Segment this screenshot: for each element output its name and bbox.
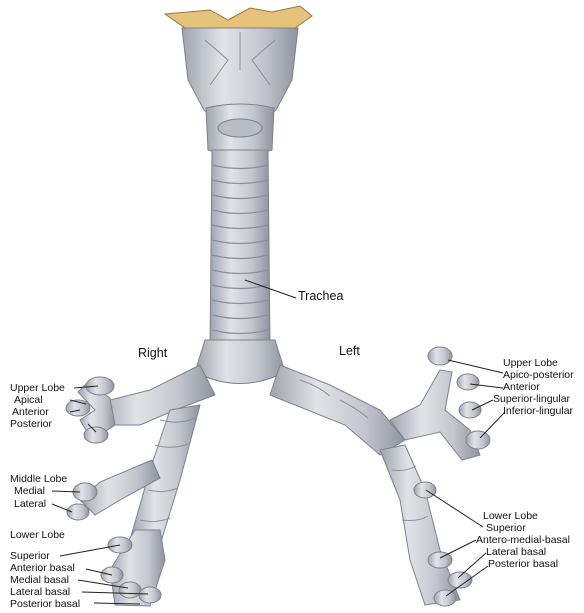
medial-label: Medial (14, 486, 45, 497)
left-upper-lobe-label: Upper Lobe (503, 358, 558, 369)
inferior-lingular-label: Inferior-lingular (503, 406, 573, 417)
right-lower-lobe-label: Lower Lobe (10, 530, 65, 541)
right-posterior-label: Posterior (10, 419, 52, 430)
superior-lingular-label: Superior-lingular (493, 394, 570, 405)
trachea (210, 150, 270, 345)
right-superior-label: Superior (10, 551, 50, 562)
right-anterior-basal-label: Anterior basal (10, 563, 75, 574)
trachea-label: Trachea (298, 291, 343, 302)
right-side-label: Right (138, 348, 167, 359)
right-upper-lobe-label: Upper Lobe (10, 383, 65, 394)
carina (195, 340, 285, 384)
left-main-bronchus (270, 365, 405, 455)
middle-lobe-label: Middle Lobe (10, 474, 67, 485)
right-medial-basal-label: Medial basal (10, 575, 69, 586)
right-lateral-basal-label: Lateral basal (10, 587, 70, 598)
right-apical-label: Apical (14, 395, 43, 406)
lateral-label: Lateral (14, 499, 46, 510)
left-anterior-label: Anterior (503, 382, 540, 393)
antero-medial-basal-label: Antero-medial-basal (476, 535, 570, 546)
larynx (165, 6, 312, 155)
apico-posterior-label: Apico-posterior (503, 370, 574, 381)
left-superior-label: Superior (486, 523, 526, 534)
left-side-label: Left (339, 346, 360, 357)
left-lateral-basal-label: Lateral basal (486, 547, 546, 558)
left-posterior-basal-label: Posterior basal (488, 559, 558, 570)
right-posterior-basal-label: Posterior basal (10, 599, 80, 610)
right-anterior-label: Anterior (12, 407, 49, 418)
left-lower-lobe-label: Lower Lobe (483, 511, 538, 522)
larynx-cartilage (165, 6, 312, 30)
